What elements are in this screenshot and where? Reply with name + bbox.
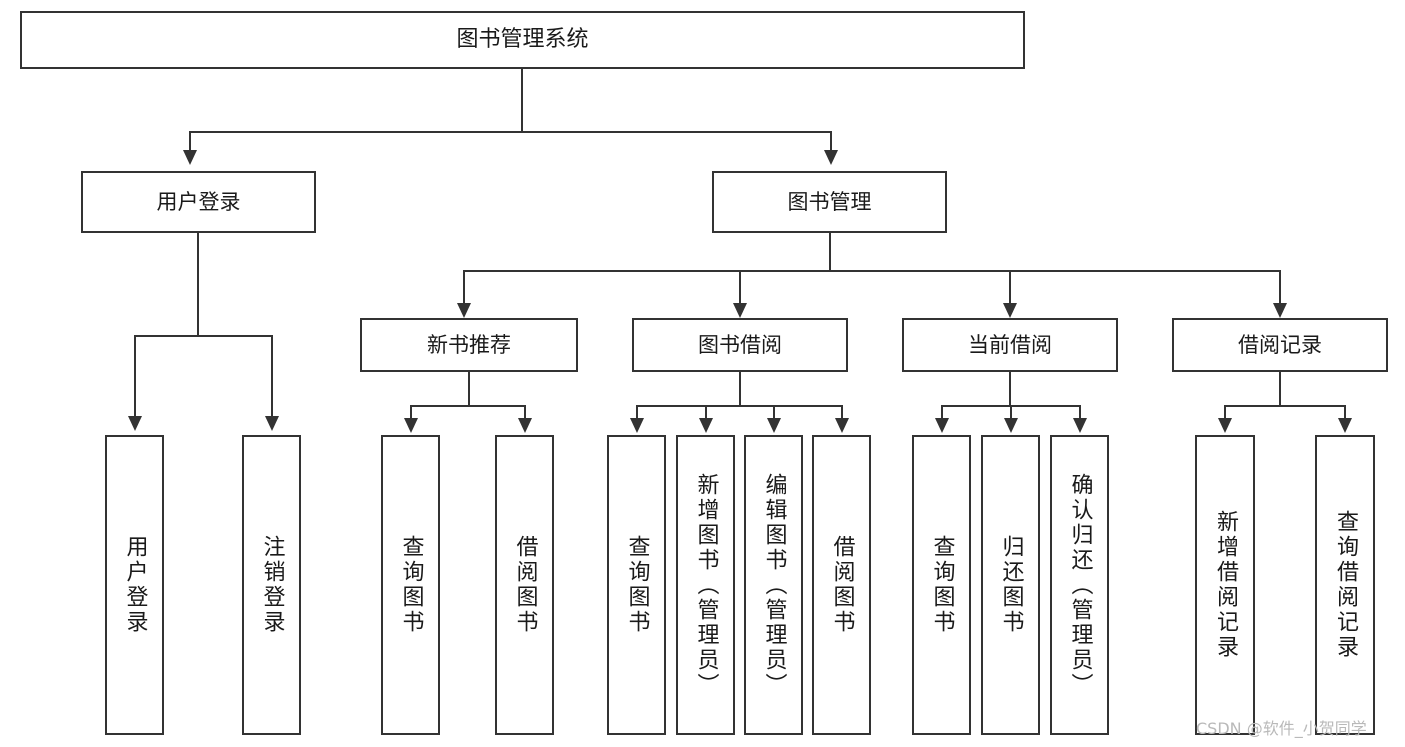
arrow-leaf-user-login	[128, 416, 142, 431]
node-label: 新增借阅记录	[1213, 510, 1238, 660]
arrow-query-book-3	[935, 418, 949, 433]
connector-user-login-stem	[197, 233, 199, 336]
connector-drop-confirm-return-admin	[1079, 405, 1081, 419]
connector-drop-borrow-record	[1279, 270, 1281, 304]
arrow-edit-book-admin	[767, 418, 781, 433]
connector-root-stem	[521, 69, 523, 132]
node-book-borrow[interactable]: 图书借阅	[632, 318, 848, 372]
node-borrow-record[interactable]: 借阅记录	[1172, 318, 1388, 372]
connector-drop-book-borrow	[739, 270, 741, 304]
arrow-query-book-2	[630, 418, 644, 433]
node-label: 注销登录	[259, 535, 285, 635]
connector-user-login-bus	[134, 335, 273, 337]
connector-book-management-stem	[829, 233, 831, 271]
node-leaf-query-book-2[interactable]: 查询图书	[607, 435, 666, 735]
node-label: 查询图书	[398, 535, 424, 635]
arrow-borrow-book-2	[835, 418, 849, 433]
node-leaf-query-book-1[interactable]: 查询图书	[381, 435, 440, 735]
node-label: 查询图书	[624, 535, 650, 635]
node-label: 查询借阅记录	[1333, 510, 1358, 660]
connector-new-book-recommend-stem	[468, 372, 470, 406]
node-label: 归还图书	[998, 535, 1024, 635]
connector-borrow-record-bus	[1224, 405, 1346, 407]
connector-drop-new-book-recommend	[463, 270, 465, 304]
node-label: 图书管理系统	[456, 27, 589, 53]
arrow-user-login	[183, 150, 197, 165]
node-label: 图书管理	[787, 189, 872, 214]
node-new-book-recommend[interactable]: 新书推荐	[360, 318, 578, 372]
connector-drop-leaf-user-login	[134, 335, 136, 417]
node-leaf-borrow-book-2[interactable]: 借阅图书	[812, 435, 871, 735]
node-leaf-user-login[interactable]: 用户登录	[105, 435, 164, 735]
connector-book-borrow-bus	[636, 405, 843, 407]
arrow-query-book-1	[404, 418, 418, 433]
node-leaf-add-book-admin[interactable]: 新增图书（管理员）	[676, 435, 735, 735]
arrow-book-management	[824, 150, 838, 165]
connector-drop-borrow-book-2	[841, 405, 843, 419]
connector-drop-query-book-2	[636, 405, 638, 419]
node-label: 新增图书（管理员）	[693, 472, 719, 698]
node-leaf-confirm-return-admin[interactable]: 确认归还（管理员）	[1050, 435, 1109, 735]
arrow-borrow-record	[1273, 303, 1287, 318]
connector-drop-query-book-3	[941, 405, 943, 419]
node-label: 查询图书	[929, 535, 955, 635]
node-leaf-logout-login[interactable]: 注销登录	[242, 435, 301, 735]
connector-drop-borrow-book-1	[524, 405, 526, 419]
node-label: 借阅图书	[829, 535, 855, 635]
node-leaf-borrow-book-1[interactable]: 借阅图书	[495, 435, 554, 735]
node-book-management[interactable]: 图书管理	[712, 171, 947, 233]
connector-drop-return-book	[1010, 405, 1012, 419]
arrow-book-borrow	[733, 303, 747, 318]
connector-book-borrow-stem	[739, 372, 741, 406]
connector-drop-user-login	[189, 131, 191, 152]
arrow-confirm-return-admin	[1073, 418, 1087, 433]
node-leaf-edit-book-admin[interactable]: 编辑图书（管理员）	[744, 435, 803, 735]
node-label: 图书借阅	[698, 332, 782, 357]
arrow-current-borrow	[1003, 303, 1017, 318]
node-leaf-add-borrow-record[interactable]: 新增借阅记录	[1195, 435, 1255, 735]
node-label: 用户登录	[122, 535, 148, 635]
connector-drop-add-borrow-record	[1224, 405, 1226, 419]
watermark-text: CSDN @软件_小贺同学	[1196, 719, 1367, 738]
node-leaf-return-book[interactable]: 归还图书	[981, 435, 1040, 735]
connector-drop-query-borrow-record	[1344, 405, 1346, 419]
node-label: 当前借阅	[968, 332, 1052, 357]
arrow-return-book	[1004, 418, 1018, 433]
arrow-new-book-recommend	[457, 303, 471, 318]
connector-drop-add-book-admin	[705, 405, 707, 419]
arrow-add-borrow-record	[1218, 418, 1232, 433]
connector-level2-bus	[189, 131, 832, 133]
arrow-borrow-book-1	[518, 418, 532, 433]
node-leaf-query-book-3[interactable]: 查询图书	[912, 435, 971, 735]
node-label: 用户登录	[156, 189, 241, 214]
connector-drop-current-borrow	[1009, 270, 1011, 304]
node-label: 确认归还（管理员）	[1067, 472, 1093, 698]
node-label: 借阅记录	[1238, 332, 1322, 357]
connector-current-borrow-stem	[1009, 372, 1011, 406]
connector-drop-leaf-logout-login	[271, 335, 273, 417]
node-current-borrow[interactable]: 当前借阅	[902, 318, 1118, 372]
arrow-add-book-admin	[699, 418, 713, 433]
node-label: 借阅图书	[512, 535, 538, 635]
node-leaf-query-borrow-record[interactable]: 查询借阅记录	[1315, 435, 1375, 735]
node-user-login[interactable]: 用户登录	[81, 171, 316, 233]
node-label: 新书推荐	[427, 332, 511, 357]
arrow-leaf-logout-login	[265, 416, 279, 431]
arrow-query-borrow-record	[1338, 418, 1352, 433]
connector-borrow-record-stem	[1279, 372, 1281, 406]
connector-drop-edit-book-admin	[773, 405, 775, 419]
connector-level3-bus	[463, 270, 1280, 272]
connector-drop-query-book-1	[410, 405, 412, 419]
connector-new-book-recommend-bus	[410, 405, 526, 407]
node-root-book-management-system[interactable]: 图书管理系统	[20, 11, 1025, 69]
node-label: 编辑图书（管理员）	[761, 472, 787, 698]
connector-drop-book-management	[830, 131, 832, 152]
